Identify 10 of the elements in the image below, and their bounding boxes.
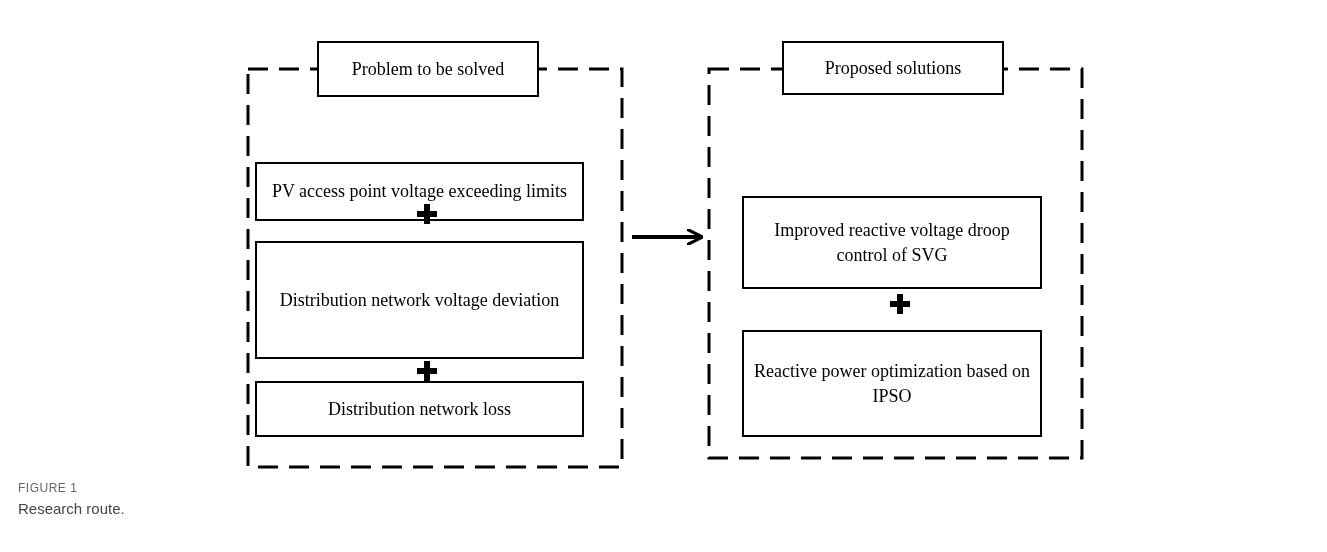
- process-box: Distribution network loss: [255, 381, 584, 437]
- process-box: Reactive power optimization based on IPSO: [742, 330, 1042, 437]
- heading-box: Problem to be solved: [317, 41, 539, 97]
- process-box: PV access point voltage exceeding limits: [255, 162, 584, 221]
- heading-box: Proposed solutions: [782, 41, 1004, 95]
- arrow: [632, 227, 705, 247]
- process-box: Improved reactive voltage droop control of SVG: [742, 196, 1042, 289]
- process-box: Distribution network voltage deviation: [255, 241, 584, 359]
- figure-number: FIGURE 1: [18, 481, 78, 495]
- figure-caption: Research route.: [18, 500, 125, 517]
